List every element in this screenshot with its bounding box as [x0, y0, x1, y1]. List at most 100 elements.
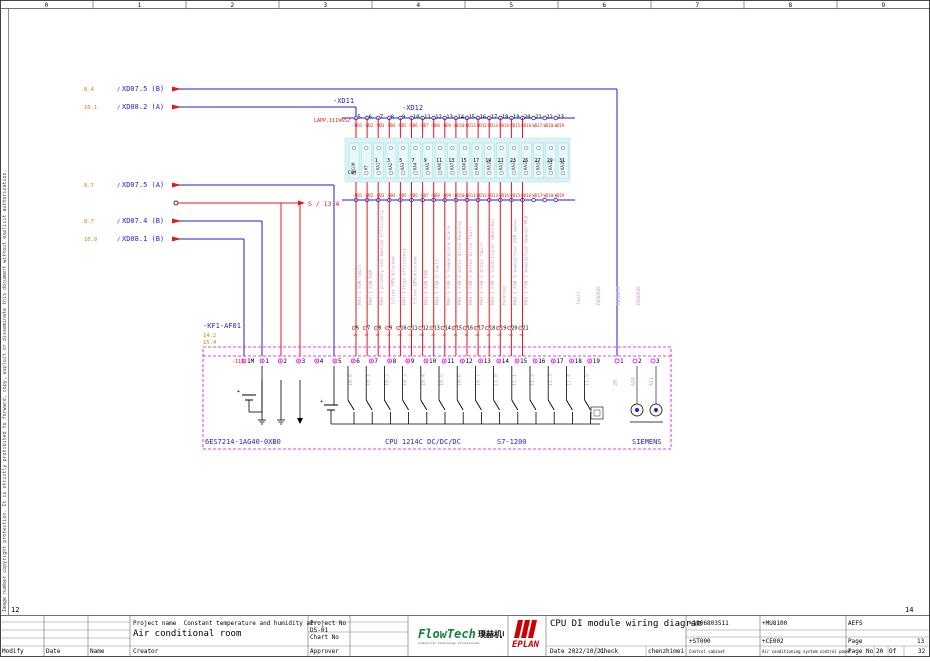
input-terminal-number: 9 — [389, 326, 392, 332]
input-wire-code: -PK — [452, 333, 458, 337]
terminal-number: 22 — [546, 115, 553, 121]
relay-contact — [376, 145, 381, 151]
plc-input-pin-number: 11 — [447, 358, 455, 365]
input-switch-contact — [493, 399, 500, 411]
relay-number: 27 — [535, 158, 541, 164]
signal-description: RESERVE — [616, 286, 622, 305]
s-arrow — [298, 200, 305, 206]
plc-input-label: I1.2 — [530, 374, 536, 386]
terminal-bottom-label: -WD3 — [375, 193, 385, 198]
analog-pin — [614, 358, 620, 364]
terminal-top-label: -WD6 — [408, 123, 418, 128]
terminal-number: 14 — [457, 115, 464, 121]
signal-description: filter EMV/blocked — [413, 256, 419, 305]
relay-contact — [487, 170, 492, 176]
cross-ref-label: XD08.1 (B) — [122, 235, 164, 243]
terminal-bottom-label: -WD17 — [530, 193, 543, 198]
plc-input-pin-dot — [534, 360, 536, 362]
input-terminal-node — [385, 325, 390, 331]
input-terminal-number: 14 — [445, 326, 451, 332]
terminal-bottom-label: -WD5 — [397, 193, 407, 198]
relay-number: 19 — [485, 158, 491, 164]
input-terminal-number: 15 — [456, 326, 462, 332]
terminal-number: 21 — [535, 115, 542, 121]
plc-input-pin-number: 19 — [593, 358, 601, 365]
relay-module — [508, 142, 520, 179]
input-switch-contact — [475, 399, 482, 411]
relay-contact — [425, 145, 430, 151]
plc-input-label: I0.6 — [457, 374, 463, 386]
relay-contact — [499, 145, 504, 151]
input-terminal-node — [462, 325, 468, 331]
drawing-title: CPU DI module wiring diagram — [550, 619, 702, 629]
relay-module — [520, 142, 532, 179]
terminal-top-label: -WD7 — [419, 123, 429, 128]
input-wire-code: -PK — [507, 333, 513, 337]
plc-input-pin-dot — [461, 360, 464, 362]
relay-number: 15 — [461, 158, 467, 164]
terminal-bottom-node — [531, 197, 536, 203]
relay-contact — [511, 145, 516, 151]
cross-ref-slash: / — [117, 105, 120, 111]
terminal-number: 11 — [424, 115, 431, 121]
plc-input-pin-dot — [243, 360, 245, 362]
relay-module — [557, 142, 569, 179]
relay-number: 7 — [412, 158, 415, 164]
relay-contact — [388, 145, 393, 151]
input-switch-contact — [438, 399, 446, 411]
signal-description: MAU-1 FUN fault — [357, 264, 363, 305]
s-connector — [173, 200, 179, 206]
input-switch-contact — [384, 399, 391, 411]
input-wire-code: -PK — [430, 333, 436, 337]
input-switch-contact — [347, 399, 355, 411]
input-wire-code: -PK — [441, 333, 447, 337]
relay-label: KT — [363, 165, 368, 170]
relay-contact — [364, 170, 369, 176]
terminal-top-label: -WD3 — [375, 123, 385, 128]
terminal-number: 10 — [413, 115, 420, 121]
relay-label: KA8 — [462, 162, 467, 170]
plc-input-label: I0.1 — [366, 374, 372, 386]
terminal-number: 18 — [502, 115, 509, 121]
input-terminal-number: 10 — [400, 326, 406, 332]
analog-pin-number: 1 — [620, 358, 624, 365]
relay-contact — [438, 170, 443, 176]
input-switch-contact — [547, 399, 555, 411]
date-label: Date — [46, 648, 61, 655]
plc-input-pin-number: 12 — [465, 358, 473, 365]
relay-contact — [474, 145, 480, 151]
plc-input-pin-dot — [498, 360, 500, 362]
plc-input-label: I1.1 — [512, 374, 518, 386]
plc-input-pin-number: 4 — [320, 358, 324, 365]
terminal-top-label: -WD2 — [364, 123, 374, 128]
plc-input-pin-dot — [589, 360, 591, 362]
analog-label: AI1 — [649, 377, 655, 386]
input-wire-code: -PK — [485, 333, 491, 337]
plc-input-pin-number: 8 — [393, 358, 397, 365]
signal-description: MAU-1 FAN S humidifier EVR water — [512, 218, 518, 305]
plc-input-label: I1.3 — [548, 374, 554, 386]
input-wire-code: -PK — [463, 333, 469, 337]
input-terminal-node — [518, 325, 523, 331]
terminal-number: 17 — [491, 115, 498, 121]
relay-contact — [499, 170, 504, 176]
filter-box — [590, 406, 604, 420]
input-terminal-number: 6 — [356, 326, 359, 332]
signal-description: MAU-1 FAN S motor drive Running — [457, 221, 463, 305]
equipment-no: =1906803511 — [689, 620, 729, 627]
plc-ref-2: 15.4 — [203, 340, 217, 346]
input-terminal-node — [429, 325, 434, 331]
plc-input-pin-number: 3 — [302, 358, 306, 365]
input-terminal-node — [418, 325, 423, 331]
relay-module — [434, 142, 446, 179]
relay-contact — [548, 145, 553, 151]
plc-input-pin-dot — [297, 360, 300, 362]
plc-input-pin-dot — [552, 360, 555, 362]
relay-contact — [450, 170, 455, 176]
relay-label: KA9 — [474, 162, 479, 170]
terminal-top-label: -WD8 — [430, 123, 440, 128]
input-terminal-number: 11 — [412, 326, 418, 332]
plc-input-pin-number: 15 — [520, 358, 528, 365]
filter-box-inner — [593, 409, 601, 417]
relay-number: 13 — [448, 158, 454, 164]
